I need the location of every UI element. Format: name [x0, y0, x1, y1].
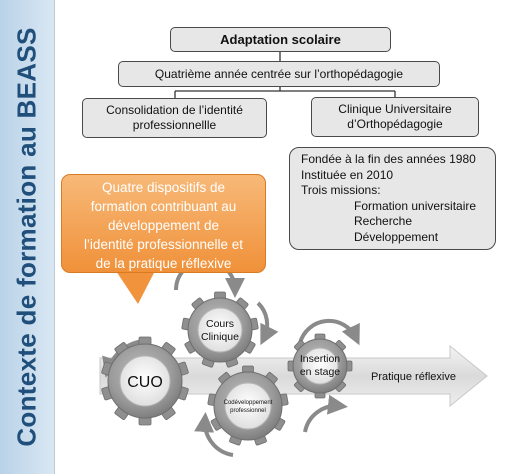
connector-lines	[174, 52, 396, 98]
callout-line1: Quatre dispositifs de	[101, 180, 226, 195]
consolidation-box: Consolidation de l’identité professionne…	[82, 98, 267, 138]
gear-cours-label-line2: Clinique	[201, 331, 239, 343]
clinic-detail-missions-heading: Trois missions:	[301, 183, 381, 197]
arrow-label: Pratique réflexive	[371, 371, 456, 383]
gear-codev-label-line2: professionnel	[230, 408, 266, 414]
clinic-details-box: Fondée à la fin des années 1980 Institué…	[289, 147, 496, 250]
gear-stage-label-line2: en stage	[300, 366, 340, 378]
gear-cours-label-line1: Cours	[206, 318, 234, 330]
callout-pointer	[112, 265, 158, 304]
cycle-arrow-stage	[298, 318, 360, 346]
clinique-line2: d’Orthopédagogie	[347, 117, 443, 131]
consolidation-line1: Consolidation de l’identité	[106, 103, 243, 117]
consolidation-line2: professionnellle	[132, 118, 217, 132]
callout-line5: de la pratique réflexive	[95, 256, 232, 271]
quatrieme-annee-box: Quatrième année centrée sur l’orthopédag…	[118, 61, 440, 87]
callout-line3: développement de	[107, 218, 220, 233]
clinic-detail-instituted: Instituée en 2010	[301, 167, 394, 182]
mission-formation: Formation universitaire	[354, 198, 477, 213]
clinic-detail-founded: Fondée à la fin des années 1980	[301, 152, 476, 166]
adaptation-scolaire-label: Adaptation scolaire	[220, 32, 341, 47]
gear-cuo-label: CUO	[127, 374, 163, 391]
gear-insertion-stage	[287, 333, 353, 399]
clinique-box: Clinique Universitaire d’Orthopédagogie	[311, 97, 479, 137]
dispositifs-callout: Quatre dispositifs de formation contribu…	[61, 174, 266, 273]
mission-recherche: Recherche	[354, 214, 413, 228]
gear-codeveloppement	[207, 365, 289, 446]
cycle-arrow-right	[256, 301, 279, 346]
gear-cours-clinique	[181, 291, 259, 368]
callout-line4: l’identité professionnelle et	[83, 237, 244, 252]
callout-line2: formation contribuant au	[90, 199, 237, 214]
gear-stage-label-line1: Insertion	[300, 353, 340, 365]
mission-developpement: Développement	[354, 229, 439, 244]
side-band: Contexte de formation au BEASS	[0, 0, 55, 474]
cycle-arrow-bottom-left	[194, 412, 234, 457]
gear-cuo	[101, 336, 189, 426]
adaptation-scolaire-box: Adaptation scolaire	[170, 27, 391, 52]
gear-codev-label-line1: Codéveloppement	[224, 400, 273, 406]
clinique-line1: Clinique Universitaire	[338, 102, 452, 116]
quatrieme-annee-label: Quatrième année centrée sur l’orthopédag…	[154, 67, 404, 81]
cycle-arrow-bottom-right	[303, 394, 348, 433]
